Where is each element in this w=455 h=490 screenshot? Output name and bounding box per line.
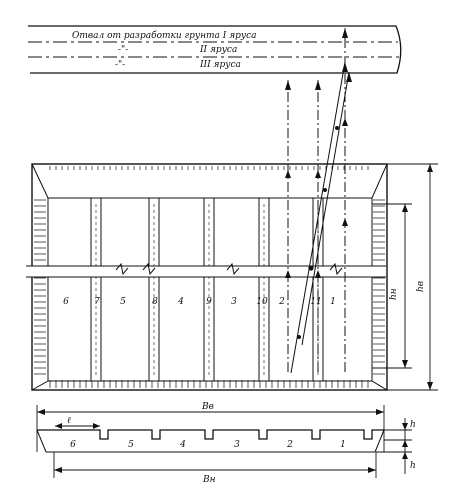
trench-section-label: 6 [70, 440, 76, 450]
trench-right-slope [374, 429, 385, 453]
trench-section-label: 5 [128, 440, 134, 450]
plan-corner-tl [31, 163, 49, 199]
plan-corner-bl [31, 380, 49, 391]
plan-section-label: 5 [120, 297, 126, 307]
dim-h-top-label: h [410, 420, 416, 430]
upward-haul-arrows [285, 28, 348, 372]
diagonal-haul-path-1 [290, 61, 346, 374]
trench-profile [37, 429, 384, 440]
spoil-strip-outline [28, 25, 402, 74]
dim-l-label: ℓ [67, 416, 71, 426]
plan-section-label: 3 [231, 297, 237, 307]
upward-arrowhead [315, 270, 321, 278]
plan-section-label: 11 [310, 297, 321, 307]
dim-h-bottom-label: h [410, 461, 416, 471]
partition-walls [90, 197, 324, 382]
diagonal-arrowhead-1 [342, 62, 348, 72]
upward-arrowhead [315, 170, 321, 178]
upward-arrowhead [285, 170, 291, 178]
break-band-mask [26, 266, 386, 277]
break-mark-3 [226, 262, 240, 276]
plan-section-label: 9 [206, 297, 212, 307]
trench-section-labels: 6 5 4 3 2 1 [70, 440, 346, 450]
upward-arrowhead [285, 270, 291, 278]
upward-arrowhead [285, 80, 291, 90]
plan-corner-tr [371, 163, 388, 199]
plan-section-label: 1 [330, 297, 336, 307]
plan-section-label: 4 [177, 297, 184, 307]
plan-corner-br [371, 380, 388, 391]
plan-section-label: 6 [63, 297, 69, 307]
dim-bv-label: Bв [201, 402, 214, 412]
cross-section: Bв ℓ 6 5 4 3 2 1 Bн h h [36, 402, 416, 485]
break-mark-1 [115, 262, 129, 276]
trench-left-slope [36, 429, 47, 453]
spoil-label-tier-2: II яруса [199, 45, 237, 55]
plan-dimensions: hн hв [372, 163, 438, 391]
upward-arrowhead [315, 80, 321, 90]
trench-section-label: 3 [234, 440, 240, 450]
spoil-ditto-3: -"- [115, 60, 125, 70]
upward-arrowhead [342, 28, 348, 38]
break-mark-2 [142, 262, 156, 276]
break-mark-4 [329, 262, 343, 276]
spoil-strip: Отвал от разработки грунта I яруса -"- I… [28, 25, 402, 74]
plan-section-label: 10 [256, 297, 268, 307]
haul-node-2 [323, 188, 327, 192]
diagonal-haul-path-2 [301, 71, 350, 346]
upward-arrowhead [342, 218, 348, 226]
plan-section-label: 2 [278, 297, 285, 307]
spoil-ditto-2: -"- [118, 45, 128, 55]
diagonal-arrowhead-2 [346, 72, 352, 82]
upward-arrowhead [342, 118, 348, 126]
haul-node-1 [335, 126, 339, 130]
spoil-label-tier-1: Отвал от разработки грунта I яруса [72, 30, 257, 41]
trench-section-label: 4 [179, 440, 186, 450]
dim-bn-label: Bн [202, 475, 216, 485]
plan-section-label: 7 [94, 297, 100, 307]
dim-hn-label: hн [389, 288, 399, 300]
haul-node-4 [297, 335, 301, 339]
haul-node-3 [308, 265, 314, 271]
dim-h-arrowheads [402, 423, 408, 459]
trench-section-label: 1 [340, 440, 346, 450]
dim-hv-label: hв [416, 281, 426, 292]
plan-section-label: 8 [152, 297, 158, 307]
spoil-label-tier-3: III яруса [199, 60, 241, 70]
trench-section-label: 2 [286, 440, 293, 450]
movement-arrows [285, 28, 352, 374]
